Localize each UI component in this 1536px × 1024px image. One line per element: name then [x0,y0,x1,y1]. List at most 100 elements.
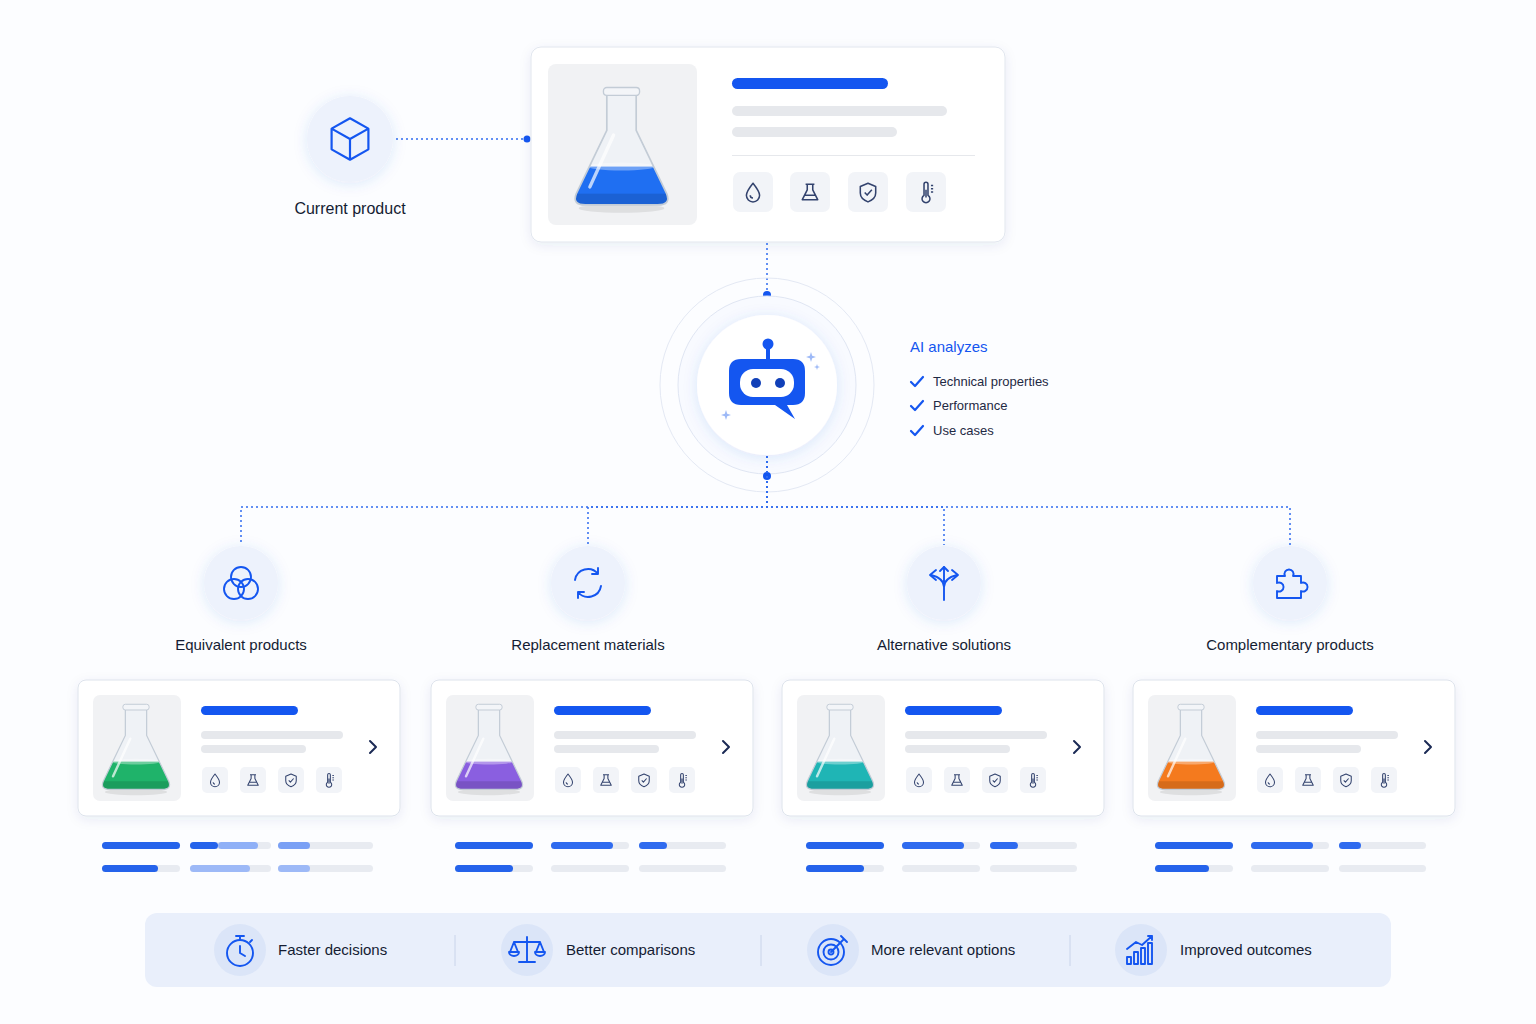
band-separator [761,935,762,966]
score-bars [806,842,884,849]
check-mark [911,377,923,435]
leader-line [763,243,771,299]
score-bars [1251,842,1329,849]
score-bars [1251,865,1329,872]
score-bars [990,842,1077,849]
node-outline [306,95,394,183]
node-circle [204,546,278,620]
node-outline [696,314,838,456]
robot-icon [775,378,785,388]
product-card [790,172,830,212]
category-icon [930,567,958,580]
result-card [95,704,177,795]
score-bars [1155,865,1233,872]
category-icon [224,567,258,599]
leader-line [396,138,527,140]
category-icon [224,567,1308,600]
ai-rings [660,278,874,492]
robot-icon [721,410,731,420]
score-bars [190,842,218,849]
score-bars [1155,842,1233,849]
score-bars [455,865,533,872]
score-bars [639,842,667,849]
benefit-icon [818,936,847,965]
result-card [1133,680,1455,816]
node-label: Use cases [933,422,994,440]
check-mark [911,401,923,410]
result-card [782,680,1104,816]
product-card [531,47,1005,242]
node-label: Complementary products [1160,635,1420,655]
score-bars [1155,865,1209,872]
score-bars [455,842,726,872]
score-bars [1155,842,1426,872]
input-node: Current product [306,95,394,183]
cube-icon [332,118,369,159]
node-label: Performance [933,397,1007,415]
node-circle [1253,546,1327,620]
category-icon [930,567,958,600]
score-bars [278,865,310,872]
score-bars [806,865,864,872]
category-node: Complementary products [1252,545,1328,621]
score-bars [102,865,158,872]
score-bars [639,842,726,849]
result-card [78,680,1455,816]
score-bars [218,842,258,849]
result-card [448,704,530,795]
product-card [860,183,875,202]
robot-icon [806,352,816,362]
product-card [746,183,759,202]
dotted-connector [767,456,944,545]
node-label: Technical properties [933,373,1049,391]
leader-line [396,136,531,143]
benefit-icon [807,924,859,976]
result-card [799,704,881,795]
category-icon [578,586,601,598]
score-bars [806,842,884,849]
node-outline [906,545,982,621]
benefit-icon [829,950,834,955]
ai-rings [678,296,856,474]
product-card [732,155,975,156]
score-bars [639,865,726,872]
result-card [1150,704,1232,795]
score-bars [551,865,629,872]
node-label: More relevant options [871,940,1015,960]
product-card [733,172,773,212]
benefit-icon [1148,943,1152,964]
score-bars [1339,865,1426,872]
benefit-icon [1127,936,1152,949]
product-card [548,64,697,225]
product-card [922,182,933,202]
node-circle [697,315,837,455]
benefit-icon [227,936,1152,966]
category-node: Equivalent products [203,545,279,621]
node-label: Faster decisions [278,940,387,960]
node-label: AI analyzes [910,337,988,357]
benefit-icon [818,939,844,965]
node-label: Alternative solutions [814,635,1074,655]
ai-rings [660,278,874,492]
benefit-icon [1134,952,1138,964]
node-circle [307,96,393,182]
benefit-band: Faster decisions Better comparisons More r… [145,913,1391,987]
band-separator [455,935,456,966]
node-label: Better comparisons [566,940,695,960]
category-node: Alternative solutions [906,545,982,621]
benefit-icon [236,936,252,956]
score-bars [806,865,884,872]
benefit-icon [824,945,839,960]
score-bars [551,842,613,849]
band-separator [1070,935,1071,966]
score-bars [278,842,310,849]
node-outline [550,545,626,621]
node-label: Current product [250,199,450,219]
robot-icon [766,347,770,359]
robot-icon [721,339,820,421]
leader-line [766,243,768,292]
